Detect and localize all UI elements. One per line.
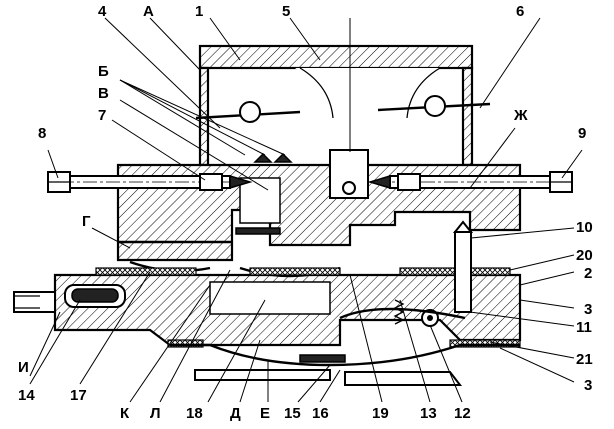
label-14: 14 [18, 387, 35, 404]
label-l: Л [150, 405, 161, 422]
label-7: 7 [98, 107, 106, 124]
label-3a: 3 [584, 301, 592, 318]
label-13: 13 [420, 405, 437, 422]
label-2: 2 [584, 265, 592, 282]
label-10: 10 [576, 219, 593, 236]
label-g: Г [82, 213, 91, 230]
label-k: К [120, 405, 130, 422]
metering-diaphragm [170, 345, 520, 385]
label-18: 18 [186, 405, 203, 422]
label-20: 20 [576, 247, 593, 264]
label-v: В [98, 85, 109, 102]
label-d: Д [230, 405, 241, 422]
label-4: 4 [98, 3, 107, 20]
label-19: 19 [372, 405, 389, 422]
adjusting-screw-8 [48, 172, 250, 192]
label-zh: Ж [513, 107, 528, 124]
adjusting-screw-9 [370, 172, 572, 192]
label-a: А [143, 3, 154, 20]
label-8: 8 [38, 125, 46, 142]
label-b: Б [98, 63, 109, 80]
label-21: 21 [576, 351, 593, 368]
label-17: 17 [70, 387, 87, 404]
label-3b: 3 [584, 377, 592, 394]
label-5: 5 [282, 3, 290, 20]
label-i: И [18, 359, 29, 376]
label-1: 1 [195, 3, 203, 20]
label-e: Е [260, 405, 270, 422]
label-16: 16 [312, 405, 329, 422]
label-9: 9 [578, 125, 586, 142]
label-15: 15 [284, 405, 301, 422]
label-6: 6 [516, 3, 524, 20]
label-12: 12 [454, 405, 471, 422]
upper-housing [196, 46, 490, 165]
label-11: 11 [576, 319, 592, 336]
